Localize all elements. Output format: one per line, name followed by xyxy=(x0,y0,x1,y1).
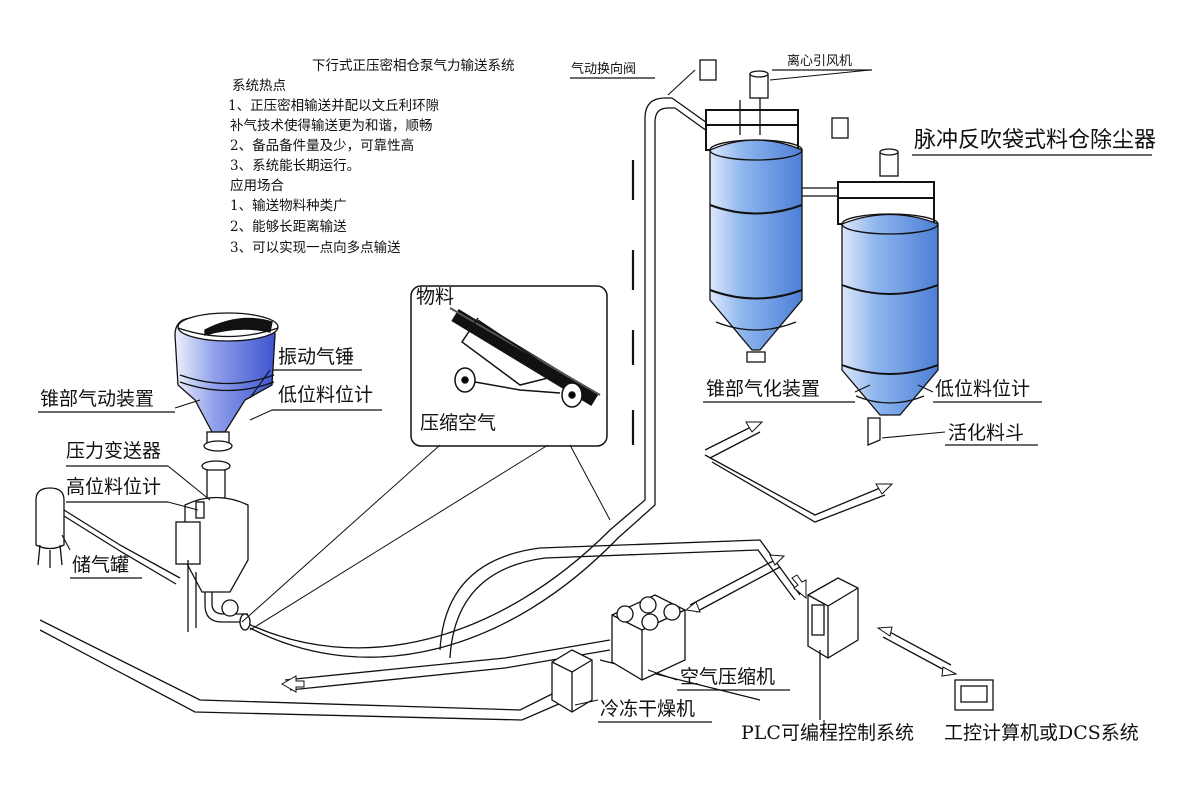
air-compressor xyxy=(611,594,686,681)
label-fan: 离心引风机 xyxy=(787,54,853,69)
diagram-title: 下行式正压密相仓泵气力输送系统 xyxy=(312,58,515,74)
label-cone-pneumatic: 锥部气动装置 xyxy=(40,388,155,410)
silo-1 xyxy=(699,59,803,363)
label-gas-tank: 储气罐 xyxy=(72,554,130,576)
label-plc: PLC可编程控制系统 xyxy=(741,722,914,744)
feature-item: 补气技术使得输送更为和谐，顺畅 xyxy=(230,118,433,134)
signal-lines xyxy=(689,424,952,673)
label-pressure-transmitter: 压力变送器 xyxy=(66,440,162,462)
features-heading: 系统热点 xyxy=(232,78,286,94)
application-item: 1、输送物料种类广 xyxy=(230,198,347,214)
feature-item: 2、备品备件量及少，可靠性高 xyxy=(230,138,415,154)
label-material: 物料 xyxy=(416,286,455,308)
air-pipe-loop xyxy=(39,539,801,721)
signal-arrowheads xyxy=(684,421,958,677)
feature-item: 1、正压密相输送并配以文丘利环隙 xyxy=(228,98,440,114)
label-collector: 脉冲反吹袋式料仓除尘器 xyxy=(914,128,1157,153)
label-dryer: 冷冻干燥机 xyxy=(600,698,696,720)
label-high-level: 高位料位计 xyxy=(66,476,162,498)
silo-2 xyxy=(831,117,939,446)
application-item: 2、能够长距离输送 xyxy=(230,219,347,235)
label-air-compressor: 空气压缩机 xyxy=(680,666,776,688)
plc-cabinet xyxy=(807,577,859,720)
label-vibrator: 振动气锤 xyxy=(278,346,355,368)
arrow-marks xyxy=(280,574,807,693)
applications-heading: 应用场合 xyxy=(230,178,284,194)
pressure-vessel xyxy=(175,460,251,632)
application-item: 3、可以实现一点向多点输送 xyxy=(230,240,401,256)
feed-hopper xyxy=(174,312,279,452)
label-compressed-air: 压缩空气 xyxy=(420,412,497,434)
label-ipc: 工控计算机或DCS系统 xyxy=(944,722,1139,744)
inset-box xyxy=(241,285,611,631)
label-low-level-right: 低位料位计 xyxy=(935,378,1031,400)
feature-item: 3、系统能长期运行。 xyxy=(230,158,361,174)
label-low-level-left: 低位料位计 xyxy=(278,384,374,406)
refrigerated-dryer xyxy=(551,649,593,713)
label-activation-hopper: 活化料斗 xyxy=(948,422,1025,444)
label-underlines xyxy=(38,69,1152,723)
label-cone-aeration: 锥部气化装置 xyxy=(706,378,821,400)
gas-tank xyxy=(35,487,181,585)
leader-lines xyxy=(61,69,946,725)
ipc-computer xyxy=(954,679,994,711)
label-valve: 气动换向阀 xyxy=(571,62,637,77)
